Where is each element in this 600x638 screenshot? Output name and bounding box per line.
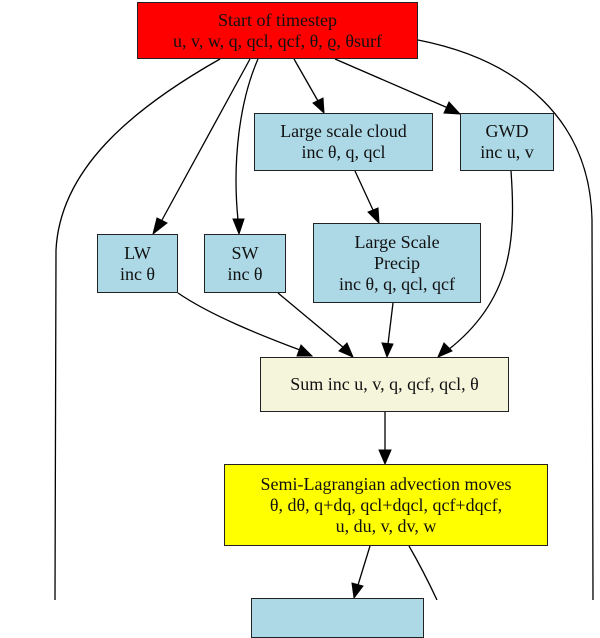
edge-start-to-lw (161, 58, 251, 221)
node-sw-line-1: SW (231, 242, 259, 263)
arrowhead-sum-sw (338, 342, 354, 358)
arrowhead-lsc (312, 97, 325, 115)
node-sl-line-1: Semi-Lagrangian advection moves (260, 473, 512, 494)
arrowhead-lsp (367, 207, 380, 225)
edges-layer (54, 39, 594, 600)
node-lsc-line-1: Large scale cloud (280, 121, 407, 141)
node-lw: LW inc θ (97, 234, 178, 293)
node-sum-line-1: Sum inc u, v, q, qcf, qcl, θ (290, 374, 479, 394)
edge-lsc-to-lsp (354, 170, 374, 211)
node-gwd: GWD inc u, v (460, 113, 554, 171)
edge-start-to-offscreen-left (54, 58, 221, 600)
node-gwd-line-1: GWD (485, 121, 529, 141)
edge-start-to-sw (235, 58, 259, 221)
edge-lsp-to-sum (387, 302, 394, 345)
arrowhead-sum-lsp (381, 342, 394, 359)
edge-sw-to-sum (277, 292, 345, 349)
edge-start-to-offscreen-right (417, 39, 594, 600)
node-next-cutoff (251, 598, 424, 638)
edge-start-to-lsc (293, 58, 319, 102)
node-sw-line-2: inc θ (227, 263, 263, 284)
arrowhead-sl (378, 449, 392, 466)
edge-sl-to-offscreen-bottom (408, 545, 438, 600)
edge-gwd-to-sum (447, 170, 514, 351)
node-large-scale-cloud: Large scale cloud inc θ, q, qcl (254, 113, 433, 171)
node-lsp-line-2: Precip (374, 252, 420, 273)
arrowhead-gwd (443, 101, 462, 115)
edge-start-to-gwd (334, 58, 449, 109)
node-lw-line-2: inc θ (119, 263, 156, 284)
arrowhead-lw (152, 217, 168, 236)
node-semi-lagrangian-advection: Semi-Lagrangian advection moves θ, dθ, q… (224, 464, 548, 546)
node-lsp-line-3: inc θ, q, qcl, qcf (338, 273, 456, 294)
edge-lw-to-sum (177, 292, 301, 351)
arrowhead-sum-gwd (437, 342, 453, 358)
node-sl-line-2: θ, dθ, q+dq, qcl+dqcl, qcf+dqcf, (269, 494, 503, 515)
node-start-line-2: u, v, w, q, qcl, qcf, θ, ϱ, θsurf (172, 30, 383, 51)
node-sum-increments: Sum inc u, v, q, qcf, qcl, θ (260, 357, 509, 412)
edge-sl-to-next (357, 545, 371, 586)
node-lsp-line-1: Large Scale (354, 231, 440, 252)
node-sl-line-3: u, du, v, dv, w (335, 515, 437, 536)
arrowhead-sw (232, 218, 245, 236)
flowchart: Start of timestep u, v, w, q, qcl, qcf, … (54, 2, 594, 638)
node-start-line-1: Start of timestep (218, 9, 337, 30)
node-large-scale-precip: Large Scale Precip inc θ, q, qcl, qcf (313, 223, 481, 303)
node-sw: SW inc θ (204, 234, 286, 293)
node-start-of-timestep: Start of timestep u, v, w, q, qcl, qcf, … (137, 2, 418, 59)
arrowhead-sum-lw (296, 344, 314, 357)
node-lw-line-1: LW (124, 242, 151, 263)
node-lsc-line-2: inc θ, q, qcl (301, 142, 386, 162)
node-gwd-line-2: inc u, v (480, 142, 534, 162)
arrowhead-next (351, 582, 364, 600)
